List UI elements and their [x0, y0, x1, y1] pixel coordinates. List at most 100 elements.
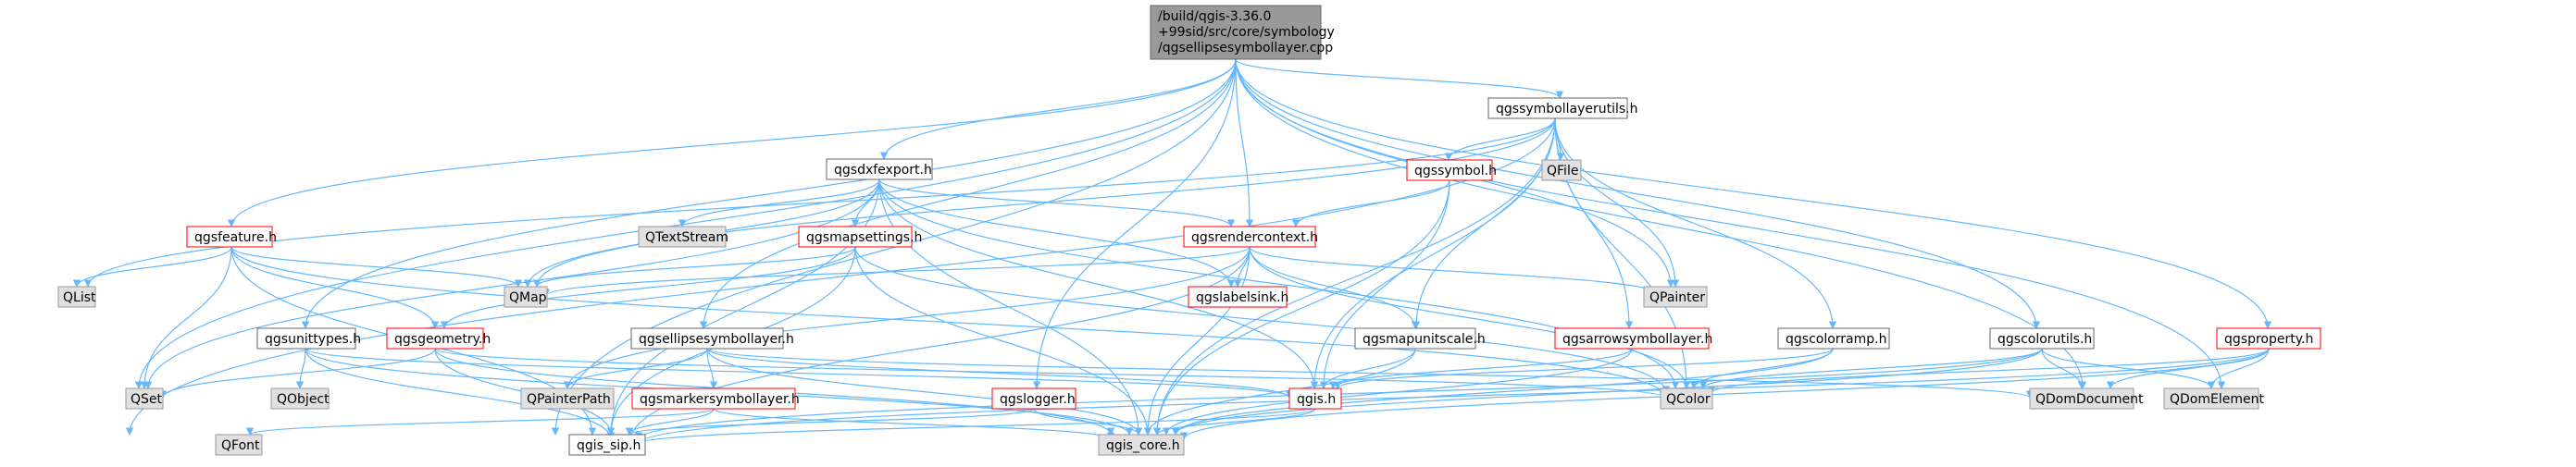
- dependency-edge: [1235, 58, 1564, 99]
- node-dxfexport[interactable]: qgsdxfexport.h: [826, 158, 933, 180]
- node-geometry[interactable]: qgsgeometry.h: [386, 327, 491, 350]
- dependency-edge: [2106, 348, 2270, 389]
- node-qobject[interactable]: QObject: [270, 387, 330, 410]
- dependency-edge: [2041, 348, 2086, 389]
- node-ellipsesymbollayer[interactable]: qgsellipsesymbollayer.h: [630, 327, 794, 350]
- dependency-edge: [230, 246, 1671, 399]
- dependency-edge: [295, 348, 306, 389]
- node-label: qgslogger.h: [1000, 392, 1076, 407]
- dependency-edge: [878, 178, 1236, 227]
- node-label: qgsgeometry.h: [394, 332, 491, 347]
- node-label: QFile: [1547, 164, 1578, 178]
- node-qmap[interactable]: QMap: [504, 286, 548, 308]
- node-label: QTextStream: [645, 230, 728, 245]
- node-colorramp[interactable]: qgscolorramp.h: [1777, 327, 1890, 350]
- dependency-edge: [1249, 246, 1420, 329]
- dependency-edge: [1235, 58, 2087, 389]
- dependency-edge: [1235, 58, 2226, 389]
- node-qset[interactable]: QSet: [125, 387, 164, 410]
- dependency-edge: [246, 408, 715, 436]
- node-markersymbollayer[interactable]: qgsmarkersymbollayer.h: [631, 387, 800, 410]
- dependency-edge: [440, 246, 856, 329]
- node-label: qgsmapsettings.h: [806, 230, 922, 245]
- dependency-edge: [563, 348, 708, 389]
- node-label: QDomDocument: [2035, 392, 2144, 407]
- node-qdomelement[interactable]: QDomElement: [2163, 387, 2264, 410]
- node-qlist[interactable]: QList: [57, 286, 96, 308]
- node-labelsink[interactable]: qgslabelsink.h: [1188, 286, 1288, 308]
- node-feature[interactable]: qgsfeature.h: [186, 226, 277, 248]
- dependency-edge: [706, 348, 1294, 399]
- dependency-edge: [1319, 348, 1416, 389]
- dependency-edge: [563, 246, 1251, 389]
- node-label: qgscolorutils.h: [1997, 332, 2092, 347]
- dependency-edge: [1554, 117, 1634, 329]
- node-qtextstream[interactable]: QTextStream: [638, 226, 728, 248]
- node-rendercontext[interactable]: qgsrendercontext.h: [1183, 226, 1318, 248]
- node-qgis-sip[interactable]: qgis_sip.h: [568, 434, 646, 456]
- node-qpainter[interactable]: QPainter: [1643, 286, 1708, 308]
- dependency-edge: [706, 348, 1143, 436]
- dependency-edge: [227, 58, 1237, 227]
- node-unittypes[interactable]: qgsunittypes.h: [256, 327, 361, 350]
- dependency-edge: [1235, 58, 2041, 329]
- root-line-3: /qgsellipsesymbollayer.cpp: [1158, 41, 1333, 55]
- node-logger[interactable]: qgslogger.h: [991, 387, 1076, 410]
- dependency-edge: [134, 58, 1237, 389]
- dependency-edge: [879, 58, 1237, 160]
- dependency-edge: [1152, 179, 1450, 436]
- node-label: QPainterPath: [527, 392, 611, 407]
- dependency-edge: [1143, 348, 1416, 436]
- dependency-edge: [434, 348, 1670, 399]
- node-label: QList: [63, 290, 96, 305]
- node-colorutils[interactable]: qgscolorutils.h: [1989, 327, 2095, 350]
- dependency-edge: [1319, 179, 1450, 389]
- node-qpainterpath[interactable]: QPainterPath: [520, 387, 615, 410]
- dependency-edge: [606, 178, 880, 436]
- node-qgis-core[interactable]: qgis_core.h: [1098, 434, 1185, 456]
- node-mapunitscale[interactable]: qgsmapunitscale.h: [1354, 327, 1486, 350]
- node-label: qgslabelsink.h: [1196, 290, 1288, 305]
- node-symbollayerutils[interactable]: qgssymbollayerutils.h: [1487, 97, 1638, 119]
- dependency-edge: [1699, 348, 2043, 389]
- dependency-edge: [2207, 348, 2270, 389]
- node-mapsettings[interactable]: qgsmapsettings.h: [798, 226, 922, 248]
- dependency-edge: [305, 348, 1295, 399]
- dependency-edge: [706, 348, 718, 389]
- node-label: qgis_core.h: [1106, 438, 1180, 453]
- dependency-nodes: /build/qgis-3.36.0 +99sid/src/core/symbo…: [57, 5, 2321, 456]
- node-label: qgsunittypes.h: [265, 332, 361, 347]
- node-label: qgsarrowsymbollayer.h: [1562, 332, 1712, 347]
- dependency-edge: [140, 246, 232, 389]
- dependency-edge: [1179, 348, 2270, 440]
- dependency-edge: [72, 246, 232, 288]
- node-qdomdocument[interactable]: QDomDocument: [2029, 387, 2144, 410]
- dependency-edge: [713, 408, 1115, 440]
- dependency-edge: [305, 348, 616, 440]
- node-qgis[interactable]: qgis.h: [1288, 387, 1342, 410]
- node-symbol[interactable]: qgssymbol.h: [1406, 159, 1497, 181]
- dependency-edge: [1707, 348, 2270, 394]
- node-qcolor[interactable]: QColor: [1660, 387, 1713, 410]
- dependency-edge: [1152, 408, 1316, 436]
- node-arrowsymbollayer[interactable]: qgsarrowsymbollayer.h: [1554, 327, 1712, 350]
- node-label: qgis_sip.h: [577, 438, 641, 453]
- node-label: qgssymbollayerutils.h: [1496, 102, 1638, 117]
- dependency-edge: [2041, 348, 2216, 389]
- dependency-edge: [678, 178, 880, 227]
- node-label: QColor: [1666, 392, 1711, 407]
- node-label: qgsmarkersymbollayer.h: [640, 392, 800, 407]
- node-root[interactable]: /build/qgis-3.36.0 +99sid/src/core/symbo…: [1150, 5, 1335, 60]
- node-property[interactable]: qgsproperty.h: [2216, 327, 2321, 350]
- dependency-edge: [1554, 117, 1680, 288]
- node-qfont[interactable]: QFont: [215, 434, 263, 456]
- node-label: qgssymbol.h: [1414, 164, 1497, 178]
- node-qfile[interactable]: QFile: [1541, 159, 1582, 181]
- dependency-edge: [1235, 58, 2272, 329]
- dependency-edge: [1249, 246, 1666, 297]
- root-line-1: /build/qgis-3.36.0: [1158, 9, 1271, 24]
- dependency-edge: [1291, 179, 1450, 227]
- node-label: QMap: [509, 290, 547, 305]
- dependency-edge: [158, 348, 436, 399]
